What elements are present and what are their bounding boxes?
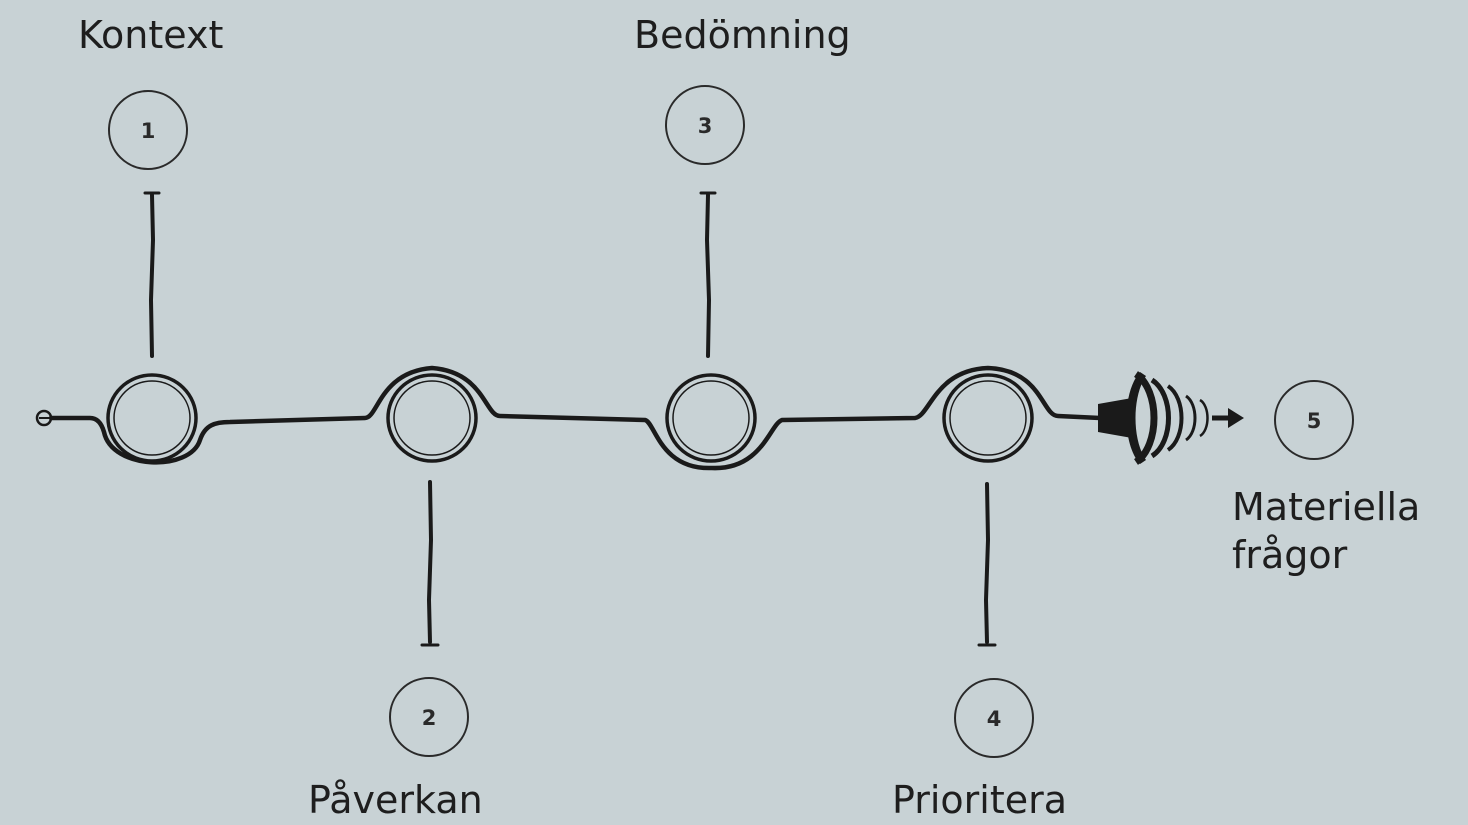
step-label-5-line1: Materiella xyxy=(1232,485,1421,529)
stage-node-1 xyxy=(106,373,198,463)
connector-1 xyxy=(143,191,161,358)
step-badge-2: 2 xyxy=(389,677,469,757)
stage-node-4 xyxy=(942,373,1034,463)
step-number-4: 4 xyxy=(987,707,1002,731)
connector-4 xyxy=(977,482,997,647)
process-track xyxy=(48,365,1103,471)
stage-node-2 xyxy=(386,373,478,463)
step-number-2: 2 xyxy=(422,706,437,730)
stage-node-3 xyxy=(665,373,757,463)
step-label-5: Materiella frågor xyxy=(1232,484,1420,579)
step-number-1: 1 xyxy=(141,119,156,143)
step-label-5-line2: frågor xyxy=(1232,532,1348,577)
step-badge-3: 3 xyxy=(665,85,745,165)
step-label-3: Bedömning xyxy=(634,13,851,57)
connector-2 xyxy=(420,480,440,647)
step-label-4: Prioritera xyxy=(892,778,1068,822)
connector-3 xyxy=(699,191,717,358)
step-label-1: Kontext xyxy=(78,13,224,57)
sound-wave-icon xyxy=(1098,371,1244,465)
step-badge-4: 4 xyxy=(954,678,1034,758)
step-badge-5: 5 xyxy=(1274,380,1354,460)
step-label-2: Påverkan xyxy=(308,778,483,822)
step-number-3: 3 xyxy=(698,114,713,138)
step-number-5: 5 xyxy=(1307,409,1322,433)
step-badge-1: 1 xyxy=(108,90,188,170)
